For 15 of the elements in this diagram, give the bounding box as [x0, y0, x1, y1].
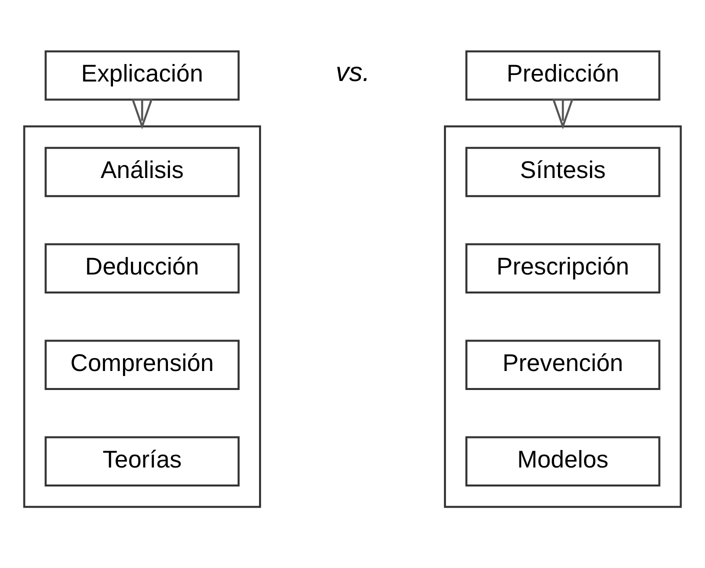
node-box: Prevención: [465, 339, 660, 390]
cluster: [23, 124, 262, 508]
cluster: [444, 124, 682, 508]
node-box: Modelos: [465, 436, 660, 486]
node-box: Explicación: [44, 50, 240, 100]
node-box: Prescripción: [465, 242, 660, 294]
arrow: [552, 98, 574, 129]
node-box: Deducción: [44, 242, 240, 294]
node-box: Predicción: [465, 50, 660, 100]
label: vs.: [336, 56, 370, 86]
arrow: [131, 98, 153, 129]
node-box: Teorías: [44, 436, 240, 486]
node-box: Síntesis: [465, 146, 660, 197]
node-box: Comprensión: [44, 339, 240, 390]
node-box: Análisis: [44, 146, 240, 197]
